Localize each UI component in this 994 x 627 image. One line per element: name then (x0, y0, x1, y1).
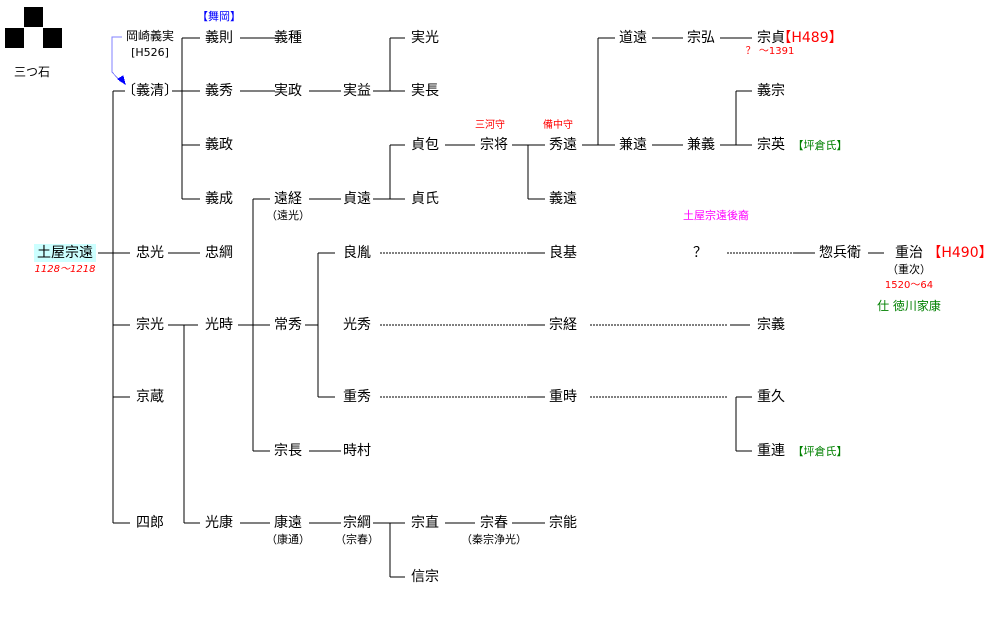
crest-label: 三つ石 (13, 65, 51, 79)
person-node: 宗英 (757, 137, 785, 153)
clan-note: 【坪倉氏】 (792, 445, 848, 458)
person-node: 貞氏 (411, 191, 439, 207)
person-node: 忠綱 (205, 245, 233, 261)
okazaki-ref: [H526] (131, 46, 169, 59)
person-node: 光時 (205, 317, 233, 333)
dates-note: 1520～64 (884, 280, 934, 291)
alias-note: （康通） (266, 533, 310, 546)
person-node: ？ (693, 245, 707, 261)
person-node: 宗将 (480, 137, 508, 153)
person-node: 宗能 (549, 515, 577, 531)
person-node: 義政 (205, 137, 233, 153)
person-node: 康遠 (274, 515, 302, 531)
person-node: 宗綱 (343, 515, 371, 531)
person-node: 〔義清〕 (122, 83, 178, 99)
person-node: 京蔵 (136, 389, 164, 405)
person-node: 重治 (895, 245, 923, 261)
person-node: 光康 (205, 515, 233, 531)
alias-note: （重次） (887, 263, 931, 276)
person-node: 秀遠 (549, 137, 577, 153)
person-node: 重久 (757, 389, 785, 405)
alias-note: （秦宗浄光） (461, 533, 527, 546)
person-node: 義遠 (549, 191, 577, 207)
person-node: 義秀 (205, 83, 233, 99)
person-node: 義則 (205, 30, 233, 46)
person-node: 宗義 (757, 317, 785, 333)
person-node: 実益 (343, 83, 371, 99)
alias-note: （遠光） (266, 209, 310, 222)
person-node: 光秀 (343, 317, 371, 333)
person-node: 道遠 (619, 30, 647, 46)
root-ancestor-name: 土屋宗遠 (34, 244, 96, 262)
person-node: 宗春 (480, 515, 508, 531)
person-node: 宗貞 (757, 30, 785, 46)
person-node: 実光 (411, 30, 439, 46)
title-note: 備中守 (543, 120, 573, 131)
dates-note: ？ ～1391 (745, 46, 795, 57)
person-node: 惣兵衛 (819, 245, 861, 261)
maioka-label: 【舞岡】 (197, 10, 241, 23)
service-note: 仕 徳川家康 (877, 299, 941, 313)
person-node: 貞遠 (343, 191, 371, 207)
person-node: 宗長 (274, 443, 302, 459)
person-node: 宗弘 (687, 30, 715, 46)
person-node: 良基 (549, 245, 577, 261)
okazaki-name: 岡崎義実 (125, 29, 175, 43)
person-node: 宗直 (411, 515, 439, 531)
person-node: 実政 (274, 83, 302, 99)
person-node: 常秀 (274, 317, 302, 333)
person-node: 良胤 (343, 245, 371, 261)
ref-link[interactable]: 【H490】 (927, 245, 993, 261)
person-node: 実長 (411, 83, 439, 99)
person-node: 時村 (343, 443, 371, 459)
person-node: 信宗 (411, 569, 439, 585)
person-node: 忠光 (136, 245, 164, 261)
person-node: 重連 (757, 443, 785, 459)
title-note: 三河守 (475, 120, 505, 131)
person-node: 兼義 (687, 137, 715, 153)
alias-note: （宗春） (335, 533, 379, 546)
descendants-label: 土屋宗遠後裔 (683, 209, 749, 222)
person-node: 遠経 (274, 191, 302, 207)
person-node: 義種 (274, 30, 302, 46)
person-node: 宗経 (549, 317, 577, 333)
person-node: 重時 (549, 389, 577, 405)
person-node: 四郎 (136, 515, 164, 531)
person-node: 義成 (205, 191, 233, 207)
person-node: 宗光 (136, 317, 164, 333)
person-node: 義宗 (757, 83, 785, 99)
ref-link[interactable]: 【H489】 (777, 30, 843, 46)
clan-note: 【坪倉氏】 (792, 139, 848, 152)
person-node: 重秀 (343, 389, 371, 405)
person-node: 兼遠 (619, 137, 647, 153)
person-node: 貞包 (411, 137, 439, 153)
root-dates: 1128～1218 (34, 264, 96, 275)
